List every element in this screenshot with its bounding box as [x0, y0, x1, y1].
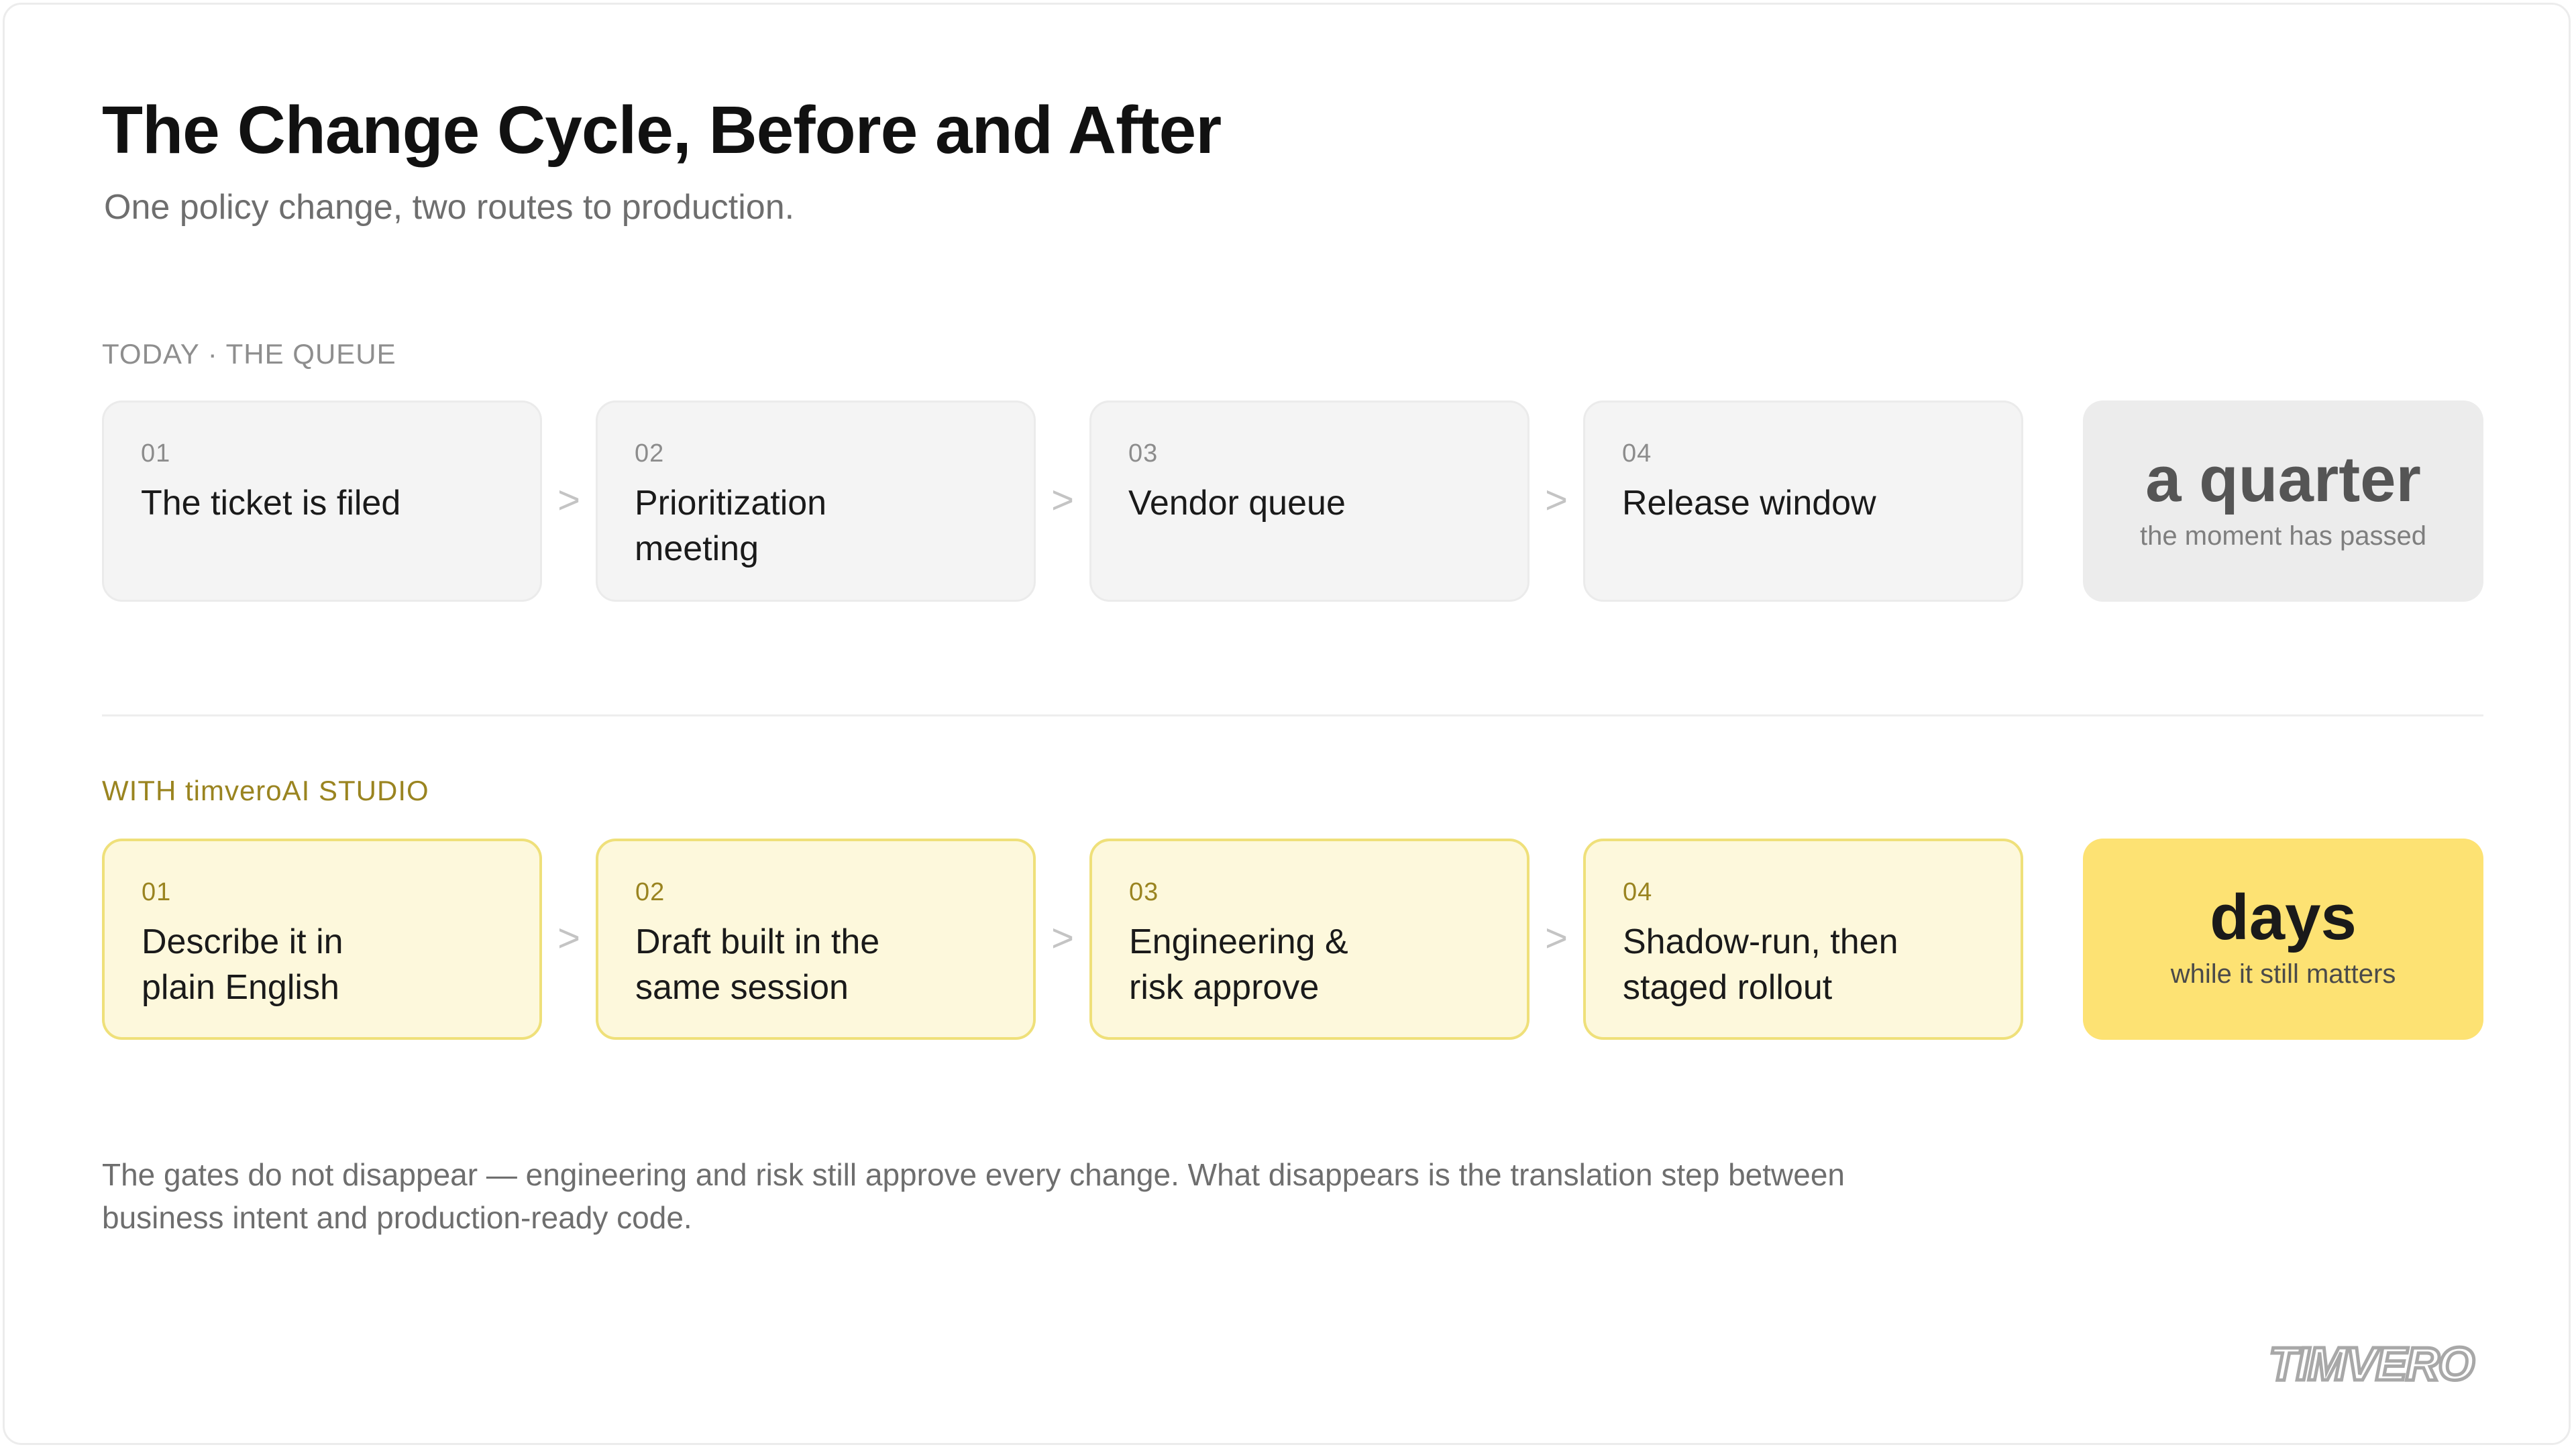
section-label-today: TODAY · THE QUEUE [102, 338, 396, 370]
today-step-4: 04 Release window [1583, 400, 2023, 602]
step-number: 04 [1623, 878, 1653, 906]
step-number: 02 [635, 439, 665, 468]
footnote: The gates do not disappear — engineering… [102, 1157, 1845, 1235]
chevron-right-icon: > [557, 916, 580, 960]
studio-step-2: 02 Draft built in the same session [596, 839, 1036, 1040]
result-caption: while it still matters [2170, 959, 2396, 989]
today-result: a quarter the moment has passed [2083, 400, 2483, 602]
flow-row-studio: 01 Describe it in plain English > 02 Dra… [102, 839, 2483, 1040]
page-title: The Change Cycle, Before and After [102, 93, 1222, 168]
brand-logo: TIMVERO [2267, 1336, 2477, 1392]
chevron-right-icon: > [1051, 478, 1074, 522]
studio-step-4: 04 Shadow-run, then staged rollout [1583, 839, 2023, 1040]
chevron-right-icon: > [1051, 916, 1074, 960]
step-text: Draft built in the same session [635, 922, 880, 1007]
step-text: Prioritization meeting [635, 484, 827, 568]
step-text: Describe it in plain English [142, 922, 343, 1007]
section-label-studio: WITH timveroAI STUDIO [102, 775, 429, 806]
flow-row-today: 01 The ticket is filed > 02 Prioritizati… [102, 400, 2483, 602]
chevron-right-icon: > [1545, 916, 1568, 960]
studio-step-3: 03 Engineering & risk approve [1089, 839, 1529, 1040]
result-value: a quarter [2145, 443, 2421, 515]
step-text: The ticket is filed [141, 484, 401, 523]
step-number: 01 [142, 878, 172, 906]
studio-step-1: 01 Describe it in plain English [102, 839, 542, 1040]
step-number: 02 [635, 878, 665, 906]
step-number: 03 [1129, 878, 1159, 906]
step-number: 01 [141, 439, 171, 468]
page-subtitle: One policy change, two routes to product… [104, 188, 795, 227]
section-divider [102, 714, 2483, 716]
today-step-3: 03 Vendor queue [1089, 400, 1529, 602]
step-number: 03 [1128, 439, 1159, 468]
chevron-right-icon: > [1545, 478, 1568, 522]
result-caption: the moment has passed [2140, 521, 2426, 551]
chevron-right-icon: > [557, 478, 580, 522]
step-text: Release window [1622, 484, 1876, 523]
result-value: days [2210, 881, 2357, 953]
step-number: 04 [1622, 439, 1652, 468]
slide-frame: The Change Cycle, Before and After One p… [3, 3, 2571, 1445]
today-step-1: 01 The ticket is filed [102, 400, 542, 602]
step-text: Vendor queue [1128, 484, 1346, 523]
step-text: Engineering & risk approve [1129, 922, 1348, 1007]
step-text: Shadow-run, then staged rollout [1623, 922, 1898, 1007]
studio-result: days while it still matters [2083, 839, 2483, 1040]
today-step-2: 02 Prioritization meeting [596, 400, 1036, 602]
